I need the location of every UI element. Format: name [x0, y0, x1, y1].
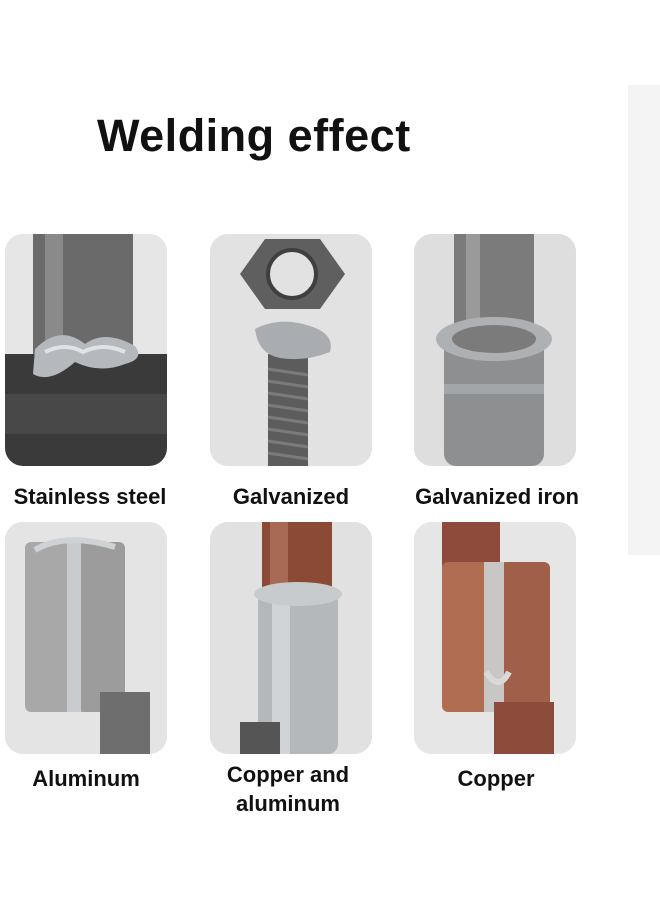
item-label-aluminum: Aluminum: [32, 766, 140, 791]
page-title: Welding effect: [97, 110, 411, 161]
header-panel: [0, 85, 628, 225]
background-shade: [628, 85, 660, 555]
item-label-copper: Copper: [457, 766, 535, 791]
galvanized-bolt-weld-icon: [210, 234, 372, 466]
galvanized-iron-photo: [414, 234, 576, 466]
item-label-copper-aluminum-line2: aluminum: [236, 791, 340, 816]
copper-photo: [414, 522, 576, 754]
stainless-steel-weld-icon: [5, 234, 167, 466]
aluminum-tube-weld-icon: [5, 522, 167, 754]
copper-aluminum-photo: [210, 522, 372, 754]
copper-aluminum-weld-icon: [210, 522, 372, 754]
copper-pipe-weld-icon: [414, 522, 576, 754]
item-label-copper-aluminum: Copper and aluminum: [202, 760, 374, 818]
aluminum-photo: [5, 522, 167, 754]
item-label-stainless-steel: Stainless steel: [13, 484, 167, 509]
item-label-galvanized-iron: Galvanized iron: [415, 484, 579, 509]
item-label-galvanized: Galvanized: [232, 484, 350, 509]
item-label-copper-aluminum-line1: Copper and: [226, 762, 350, 787]
galvanized-photo: [210, 234, 372, 466]
galvanized-iron-pipe-weld-icon: [414, 234, 576, 466]
stainless-steel-photo: [5, 234, 167, 466]
